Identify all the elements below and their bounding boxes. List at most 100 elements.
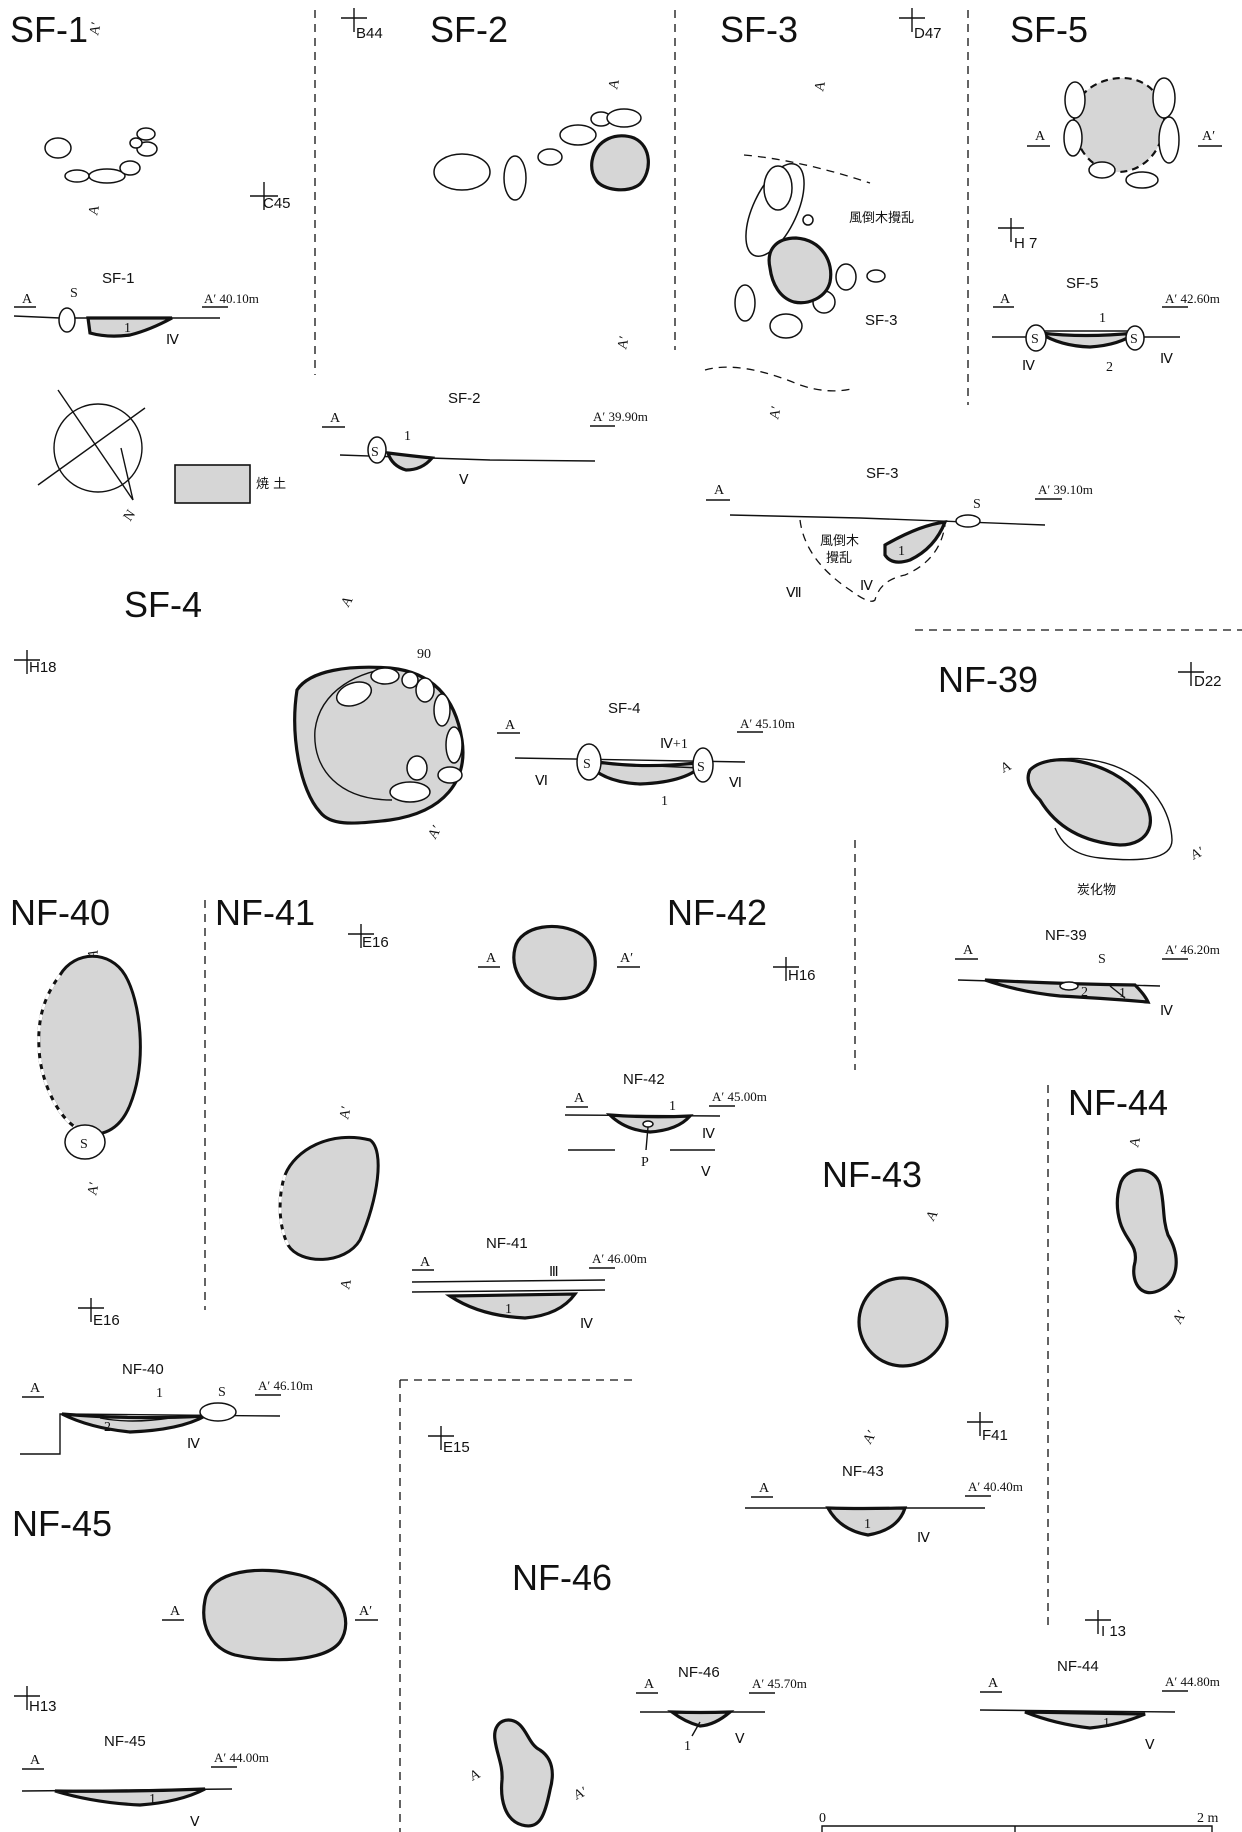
nf44-title: NF-44: [1068, 1082, 1168, 1123]
sf3-plan-ap: A′: [767, 405, 784, 421]
sf4-stone-number: 90: [417, 647, 431, 662]
nf42-layer-iv: Ⅳ: [702, 1127, 715, 1142]
nf43-section-title: NF-43: [842, 1463, 884, 1480]
grid-f41-label: F41: [982, 1427, 1008, 1444]
nf46-sec-elev: A′ 45.70m: [752, 1676, 807, 1691]
sf2-sec-a: A: [330, 411, 341, 426]
nf39-sec-elev: A′ 46.20m: [1165, 942, 1220, 957]
nf39-sec-a: A: [963, 943, 974, 958]
sf1-plan-stones: [44, 127, 158, 184]
nf39-layer-1: 1: [1119, 986, 1126, 1001]
nf43-section: NF-43 A A′ 40.40m 1 Ⅳ: [745, 1463, 1023, 1546]
grid-marker-i13: I 13: [1085, 1610, 1126, 1640]
grid-marker-f41: F41: [967, 1412, 1008, 1444]
nf41-section: NF-41 A A′ 46.00m Ⅲ 1 Ⅳ: [411, 1235, 647, 1332]
sf3-section: SF-3 A A′ 39.10m S 1 風倒木 攪乱 Ⅳ Ⅶ: [706, 465, 1093, 602]
sf3-plan-label: SF-3: [865, 312, 898, 329]
grid-h13-label: H13: [29, 1698, 57, 1715]
sf3-section-title: SF-3: [866, 465, 899, 482]
sf5-layer-iv-right: Ⅳ: [1160, 352, 1173, 367]
grid-c45-label: C45: [263, 195, 291, 212]
nf41-sec-elev: A′ 46.00m: [592, 1251, 647, 1266]
nf42-title: NF-42: [667, 892, 767, 933]
sf4-section: SF-4 A A′ 45.10m S S Ⅳ+1 1 Ⅵ Ⅵ: [497, 700, 795, 809]
sf2-s-label: S: [371, 445, 379, 460]
nf44-sec-elev: A′ 44.80m: [1165, 1674, 1220, 1689]
nf46-title: NF-46: [512, 1557, 612, 1598]
nf42-section: NF-42 A A′ 45.00m P 1 Ⅳ Ⅴ: [564, 1071, 767, 1180]
sf5-plan-ap: A′: [1202, 129, 1215, 144]
nf41-layer-1: 1: [505, 1302, 512, 1317]
grid-marker-d22: D22: [1178, 662, 1222, 690]
feature-nf42: NF-42 A A′ H16 NF-42 A A′ 45.00m P 1 Ⅳ Ⅴ: [478, 892, 816, 1180]
nf39-section-title: NF-39: [1045, 927, 1087, 944]
sf2-sec-elev: A′ 39.90m: [593, 409, 648, 424]
nf43-pit: [857, 1276, 949, 1368]
sf4-plan-a: A: [338, 593, 356, 610]
grid-marker-e16b: E16: [348, 924, 389, 951]
grid-marker-h7: H 7: [998, 218, 1037, 252]
nf43-plan-a: A: [923, 1207, 941, 1224]
sf3-plan-stones: [734, 162, 886, 339]
nf41-sec-a: A: [420, 1255, 431, 1270]
sf5-layer-1: 1: [1099, 311, 1106, 326]
nf44-section: NF-44 A A′ 44.80m 1 Ⅴ: [979, 1658, 1220, 1753]
nf44-plan-ap: A′: [1170, 1308, 1190, 1327]
grid-e16b-label: E16: [362, 934, 389, 951]
sf3-plan-note: 風倒木攪乱: [849, 211, 914, 226]
nf40-pit: [37, 954, 142, 1136]
nf40-s-label: S: [218, 1385, 226, 1400]
sf3-sec-elev: A′ 39.10m: [1038, 482, 1093, 497]
nf39-layer-2: 2: [1081, 985, 1088, 1000]
grid-marker-b44: B44: [341, 8, 383, 42]
nf40-title: NF-40: [10, 892, 110, 933]
nf39-plan-a: A: [998, 758, 1014, 776]
nf45-layer-1: 1: [149, 1792, 156, 1807]
sf2-plan-a: A: [606, 77, 623, 91]
nf40-sec-a: A: [30, 1381, 41, 1396]
nf39-pit: [1026, 758, 1152, 847]
feature-sf1: SF-1 A′ A C45 SF-1 A A′ 40.10m 1 S: [10, 9, 291, 524]
nf43-title: NF-43: [822, 1154, 922, 1195]
sf3-s-label: S: [973, 497, 981, 512]
nf39-layer-iv: Ⅳ: [1160, 1004, 1173, 1019]
feature-nf46: NF-46 E15 A A′ NF-46 A A′ 45.70m 1 Ⅴ: [428, 1426, 807, 1828]
sf1-sec-elev: A′ 40.10m: [204, 291, 259, 306]
nf40-section-title: NF-40: [122, 1361, 164, 1378]
sf5-section-title: SF-5: [1066, 275, 1099, 292]
sf1-layer-1: 1: [124, 321, 131, 336]
legend-burnt-soil: 焼 土: [174, 464, 286, 504]
feature-nf44: NF-44 A A′ I 13 NF-44 A A′ 44.80m 1 Ⅴ: [979, 1082, 1220, 1753]
sf1-layer-iv: Ⅳ: [166, 333, 179, 348]
sf1-title: SF-1: [10, 9, 88, 50]
sf5-pit: [1072, 76, 1166, 174]
scale-bar: 0 2 m: [819, 1811, 1219, 1832]
nf46-plan-a: A: [467, 1766, 483, 1784]
sf4-section-title: SF-4: [608, 700, 641, 717]
sf5-sec-elev: A′ 42.60m: [1165, 291, 1220, 306]
nf41-section-title: NF-41: [486, 1235, 528, 1252]
nf44-pit: [1115, 1168, 1178, 1295]
nf45-plan-ap: A′: [359, 1604, 372, 1619]
nf46-layer-v: Ⅴ: [735, 1732, 745, 1747]
nf43-layer-1: 1: [864, 1517, 871, 1532]
sf5-title: SF-5: [1010, 9, 1088, 50]
nf40-layer-iv: Ⅳ: [187, 1437, 200, 1452]
sf5-layer-2: 2: [1106, 360, 1113, 375]
panel-dividers: [204, 10, 1242, 1832]
sf2-layer-v: Ⅴ: [459, 473, 469, 488]
nf40-plan-s: S: [80, 1137, 88, 1152]
nf39-title: NF-39: [938, 659, 1038, 700]
nf43-plan-ap: A′: [860, 1428, 880, 1447]
grid-d47-label: D47: [914, 25, 942, 42]
sf4-layer-vi-right: Ⅵ: [729, 776, 742, 791]
nf40-layer-2: 2: [104, 1420, 111, 1435]
nf42-pit: [512, 924, 597, 1001]
grid-h18-label: H18: [29, 659, 57, 676]
sf3-layer-1: 1: [898, 544, 905, 559]
sf2-plan-ap: A′: [615, 335, 632, 351]
sf2-pit: [590, 134, 650, 192]
sf4-plan-stones: [335, 667, 463, 803]
feature-sf4: SF-4 H18 A 90 A′ SF-4 A A′ 45.10m: [14, 584, 795, 842]
